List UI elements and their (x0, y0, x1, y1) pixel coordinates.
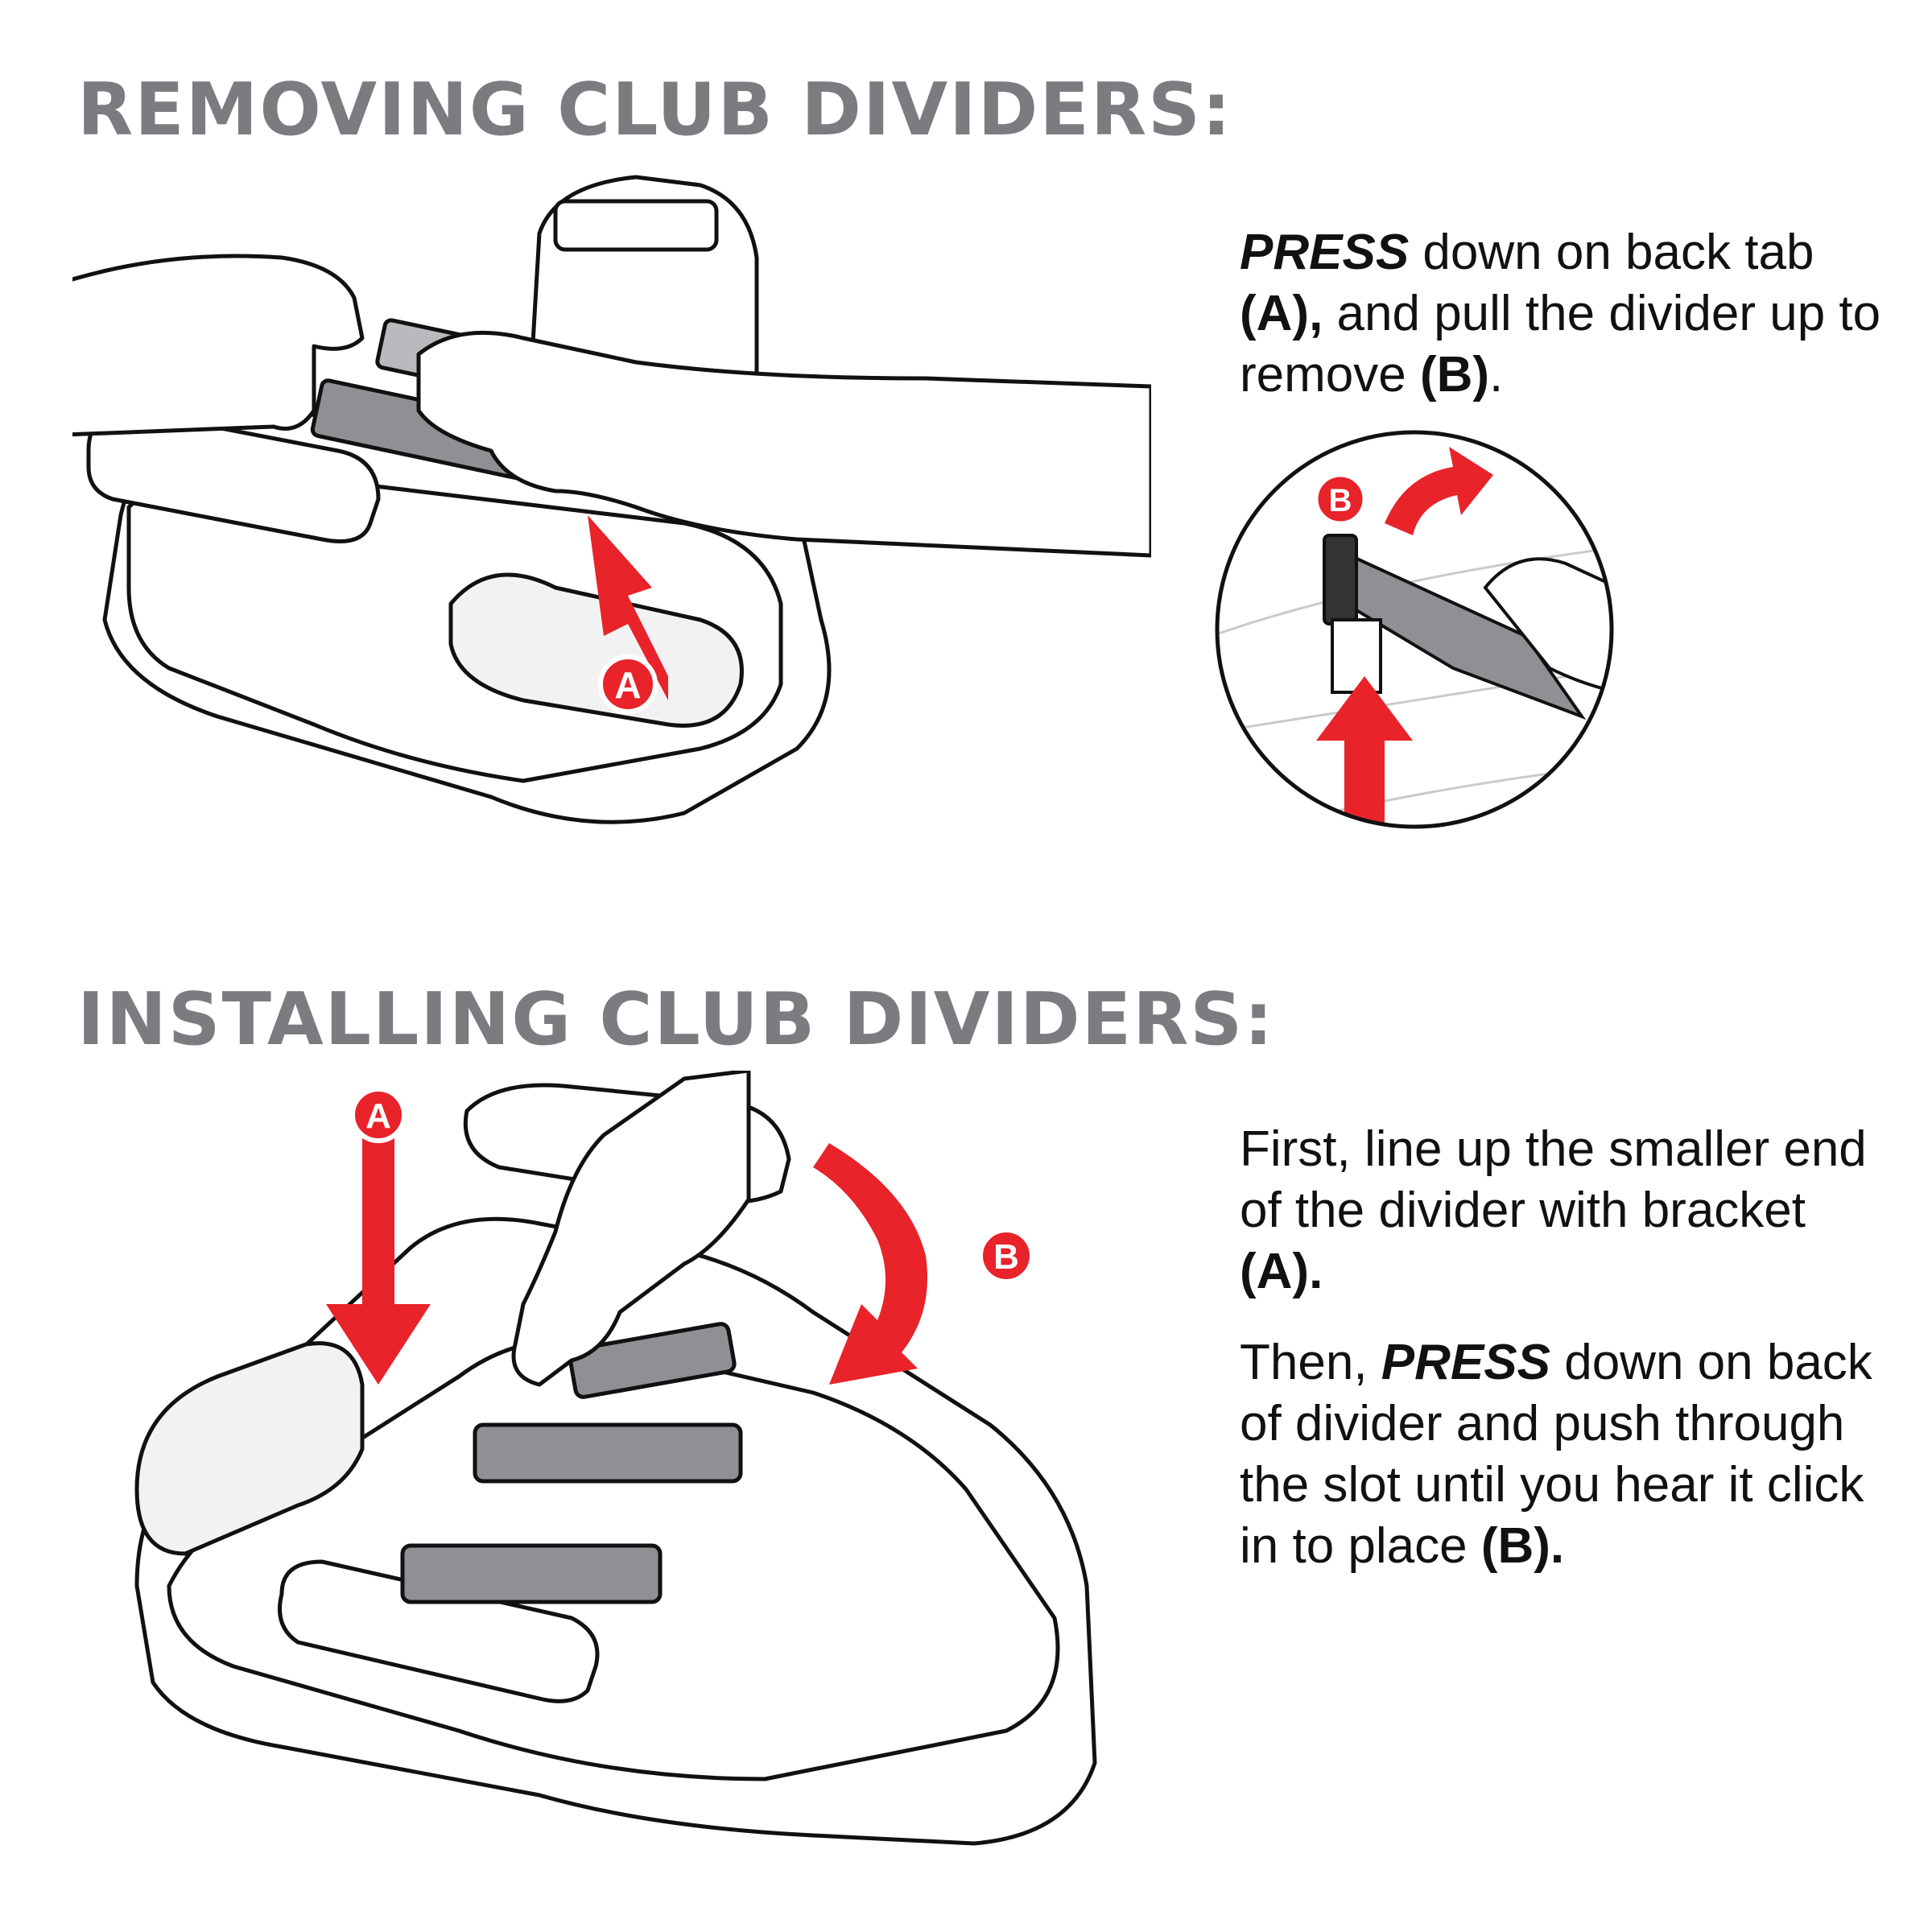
installing-step-2: Then, PRESS down on back of divider and … (1240, 1332, 1900, 1577)
front-grip (278, 1559, 600, 1703)
installing-heading: INSTALLING CLUB DIVIDERS: (77, 977, 1275, 1062)
installing-step-1: First, line up the smaller end of the di… (1240, 1119, 1900, 1302)
press-emphasis: PRESS (1381, 1335, 1550, 1390)
divider (400, 1543, 663, 1604)
right-hand (416, 330, 1151, 558)
removing-instruction: PRESS down on back tab (A), and pull the… (1240, 222, 1900, 406)
removing-illustration: A (72, 175, 1151, 824)
arrow-a (588, 515, 668, 700)
badge-a-label: A (614, 664, 641, 706)
badge-a: A (350, 1087, 407, 1143)
hand (511, 1071, 751, 1387)
top-grip (553, 199, 719, 252)
label-a: (A), (1240, 286, 1323, 341)
instruction-text: down on back tab (1409, 225, 1814, 280)
badge-b-label: B (1329, 483, 1352, 518)
badge-b: B (1314, 473, 1367, 526)
instruction-text: and pull the divider up to remove (1240, 286, 1881, 402)
installing-illustration: A B (134, 1071, 1097, 1846)
divider (473, 1422, 743, 1484)
badge-b: B (978, 1228, 1034, 1284)
badge-b-label: B (993, 1237, 1019, 1277)
detail-circle (1215, 430, 1614, 829)
instruction-text: down on back of divider and push through… (1240, 1335, 1872, 1574)
bag-edge (1217, 667, 1612, 734)
padded-ring (448, 572, 744, 728)
arrow-b (1385, 447, 1493, 535)
arrow-up (1316, 676, 1413, 827)
label-b: (B) (1419, 347, 1490, 402)
label-a: (A). (1240, 1244, 1323, 1299)
instruction-text: Then, (1240, 1335, 1381, 1390)
press-emphasis: PRESS (1240, 225, 1410, 280)
badge-a-label: A (365, 1096, 391, 1136)
padded-ring (134, 1341, 365, 1556)
removing-detail-illustration: B (1215, 430, 1614, 829)
back-tab (1323, 534, 1358, 625)
instruction-text: . (1489, 347, 1504, 402)
arrow-b (813, 1143, 927, 1385)
badge-a: A (598, 654, 658, 714)
label-b: (B). (1480, 1518, 1565, 1574)
removing-heading: REMOVING CLUB DIVIDERS: (77, 68, 1232, 152)
instruction-text: First, line up the smaller end of the di… (1240, 1121, 1867, 1238)
finger (1483, 557, 1612, 695)
bracket (1331, 618, 1382, 694)
arrow-a (326, 1135, 431, 1385)
left-hand (72, 254, 365, 437)
divider (568, 1322, 737, 1399)
